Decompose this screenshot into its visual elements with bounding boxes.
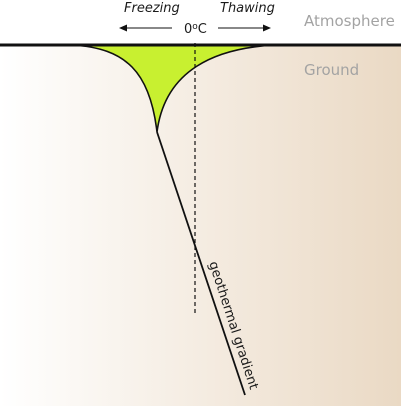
freezing-label: Freezing: [124, 1, 180, 16]
zero-c-label: 0oC: [184, 22, 207, 37]
thawing-arrow-head: [263, 24, 271, 32]
zero-c-digit: 0: [184, 22, 192, 37]
active-layer-outline: [71, 44, 276, 133]
zero-c-unit: C: [198, 22, 207, 37]
freezing-arrow-head: [119, 24, 127, 32]
geothermal-gradient-line: [156, 131, 246, 396]
atmosphere-label: Atmosphere: [304, 12, 395, 30]
thawing-label: Thawing: [220, 1, 275, 16]
active-layer-area: [72, 45, 275, 132]
ground-region: [0, 45, 401, 406]
ground-label: Ground: [304, 61, 359, 79]
degree-symbol: o: [192, 22, 198, 32]
